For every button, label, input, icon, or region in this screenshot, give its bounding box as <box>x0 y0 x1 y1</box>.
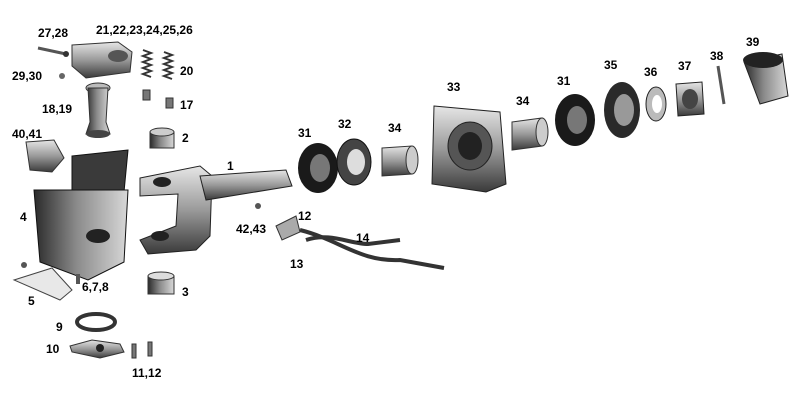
callout-14: 14 <box>356 231 370 245</box>
part-42-43-fitting <box>255 203 301 241</box>
callout-6-7-8: 6,7,8 <box>82 280 109 294</box>
callout-36: 36 <box>644 65 658 79</box>
callout-35: 35 <box>604 58 618 72</box>
part-33-flange-housing <box>431 105 507 193</box>
part-1-spindle <box>139 165 293 255</box>
part-38-cotter-pin <box>716 65 726 105</box>
callout-31-left: 31 <box>298 126 312 140</box>
callout-39: 39 <box>746 35 760 49</box>
callout-20: 20 <box>180 64 194 78</box>
callout-3: 3 <box>182 285 189 299</box>
callout-12: 12 <box>298 209 312 223</box>
callout-9: 9 <box>56 320 63 334</box>
callout-38: 38 <box>710 49 724 63</box>
part-17-bolts <box>142 89 174 109</box>
part-31-seal-left <box>298 143 338 193</box>
part-27-28-pin <box>37 46 69 57</box>
part-11-12-bolts <box>131 341 153 359</box>
part-36-washer <box>645 86 667 122</box>
callout-2: 2 <box>182 131 189 145</box>
part-5-plate <box>12 267 73 301</box>
callout-42-43: 42,43 <box>236 222 267 236</box>
callout-21-26: 21,22,23,24,25,26 <box>96 23 193 37</box>
part-5-screw <box>21 262 27 268</box>
part-37-castle-nut <box>675 81 705 117</box>
part-20-springs <box>140 49 175 80</box>
callout-34-right: 34 <box>516 94 530 108</box>
part-10-plate <box>69 339 125 359</box>
part-21-26-cap-block <box>71 41 133 79</box>
part-39-dust-cap <box>743 52 789 105</box>
part-35-bearing <box>604 82 640 138</box>
part-4-bracket <box>33 149 129 281</box>
callout-10: 10 <box>46 342 60 356</box>
part-40-41-fitting <box>25 139 65 173</box>
part-2-bushing <box>149 127 175 149</box>
callout-1: 1 <box>227 159 234 173</box>
callout-34-left: 34 <box>388 121 402 135</box>
part-29-30-nut <box>59 73 65 79</box>
callout-27-28: 27,28 <box>38 26 69 40</box>
callout-37: 37 <box>678 59 692 73</box>
callout-29-30: 29,30 <box>12 69 43 83</box>
callout-17: 17 <box>180 98 194 112</box>
callout-11-12: 11,12 <box>132 366 162 380</box>
part-32-washer <box>336 138 372 186</box>
callout-32: 32 <box>338 117 352 131</box>
part-6-7-8-screw <box>76 274 80 284</box>
part-31-seal-right <box>555 94 595 146</box>
callout-40-41: 40,41 <box>12 127 43 141</box>
part-34-sleeve-left <box>381 145 419 177</box>
part-3-bushing <box>147 271 175 295</box>
part-13-14-lines <box>299 228 445 270</box>
callout-18-19: 18,19 <box>42 102 73 116</box>
callout-13: 13 <box>290 257 304 271</box>
callout-33: 33 <box>447 80 461 94</box>
callout-4: 4 <box>20 210 27 224</box>
callout-5: 5 <box>28 294 35 308</box>
part-9-ring <box>75 312 117 332</box>
part-34-sleeve-right <box>511 117 549 151</box>
callout-31-right: 31 <box>557 74 571 88</box>
part-18-19-post <box>85 82 111 138</box>
